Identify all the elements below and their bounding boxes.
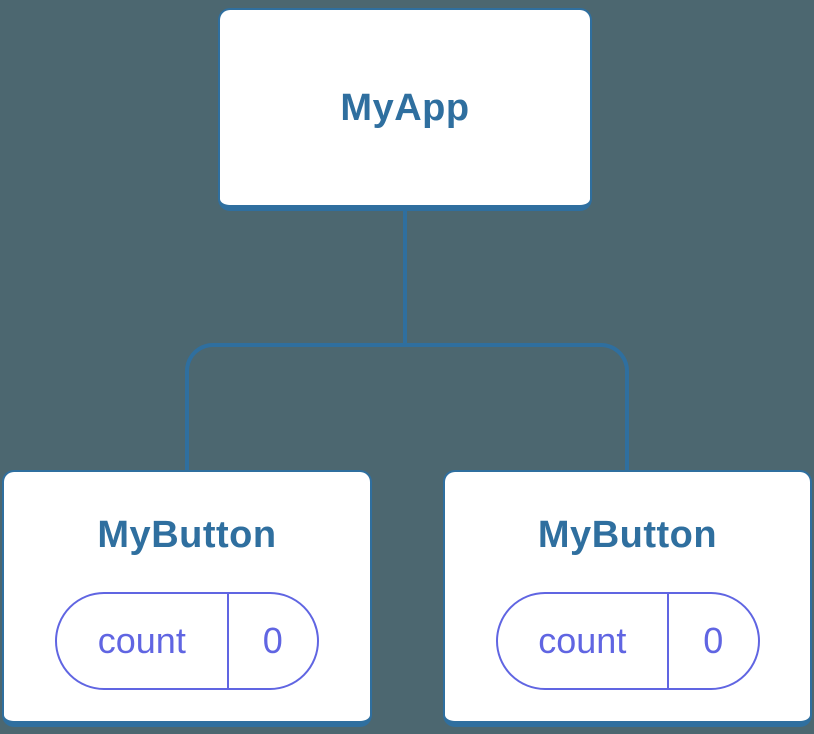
component-name-mybutton-left: MyButton bbox=[97, 514, 277, 556]
connector-branch-bracket bbox=[185, 343, 629, 472]
component-node-mybutton-left: MyButton count 0 bbox=[2, 470, 372, 727]
state-key-right: count bbox=[498, 594, 670, 688]
state-pill-right: count 0 bbox=[495, 592, 760, 690]
component-node-mybutton-right: MyButton count 0 bbox=[443, 470, 812, 727]
component-node-myapp: MyApp bbox=[218, 8, 592, 211]
component-name-mybutton-right: MyButton bbox=[537, 514, 718, 556]
state-value-right: 0 bbox=[703, 620, 724, 661]
component-name-myapp: MyApp bbox=[340, 86, 470, 129]
state-pill-left: count 0 bbox=[55, 592, 319, 690]
state-key-left: count bbox=[57, 594, 229, 688]
connector-root-stem bbox=[403, 209, 407, 346]
state-value-left: 0 bbox=[262, 620, 283, 661]
